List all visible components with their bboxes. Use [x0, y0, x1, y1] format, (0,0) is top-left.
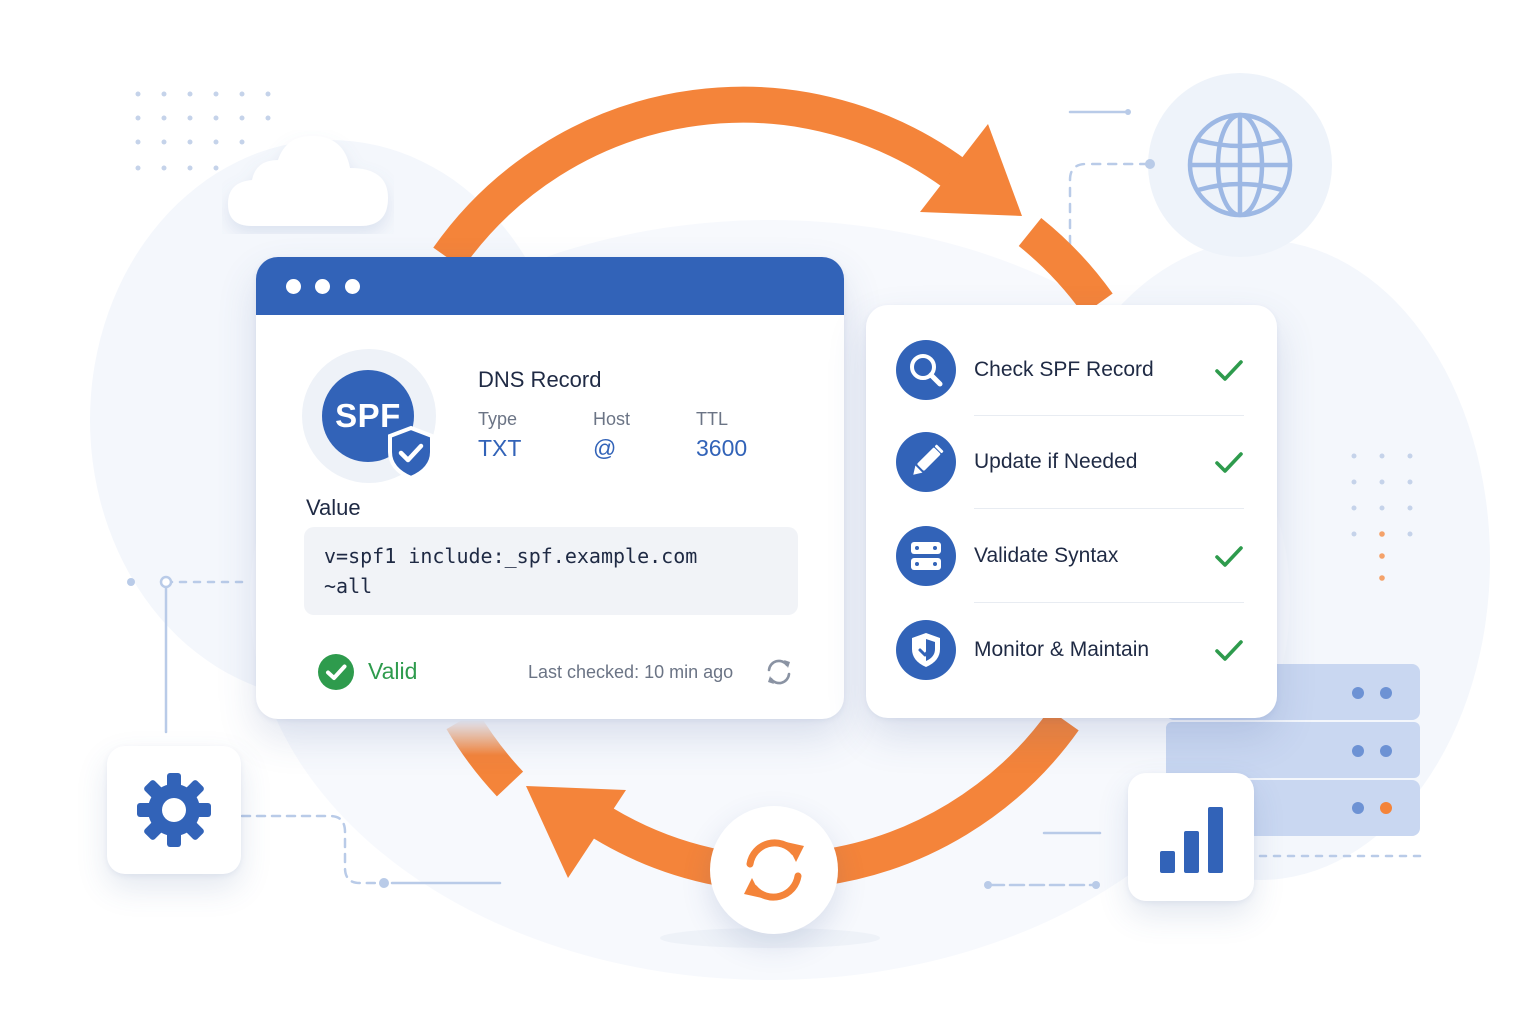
gear-icon [137, 773, 211, 847]
step-validate: Validate Syntax [974, 544, 1119, 567]
sync-button[interactable] [710, 806, 838, 934]
bar-chart-icon [1160, 807, 1223, 873]
sync-icon [744, 839, 804, 901]
valid-check-icon [318, 654, 354, 690]
window-titlebar [256, 257, 844, 315]
status-valid: Valid [368, 658, 418, 684]
step-divider [974, 415, 1244, 416]
settings-tile [107, 746, 241, 874]
last-checked: Last checked: 10 min ago [528, 662, 734, 682]
step-divider [974, 508, 1244, 509]
host-value: @ [593, 435, 617, 461]
ttl-label: TTL [696, 409, 729, 429]
ttl-value: 3600 [696, 435, 748, 461]
spf-steps-card: Check SPF Record Update if Needed Valida… [866, 305, 1277, 718]
pencil-icon [896, 432, 956, 492]
server-icon [896, 526, 956, 586]
type-label: Type [478, 409, 518, 429]
step-divider [974, 602, 1244, 603]
shield-check-icon [388, 425, 434, 481]
dns-record-title: DNS Record [478, 367, 602, 392]
refresh-icon[interactable] [764, 657, 794, 687]
window-dot [345, 279, 360, 294]
dot-grid-right [1351, 453, 1413, 581]
connector-nodes [127, 109, 1155, 889]
spf-value-line: ~all [324, 574, 373, 598]
cycle-arrows [433, 86, 1113, 886]
value-label: Value [306, 495, 361, 520]
type-value: TXT [478, 435, 522, 461]
connector-lines [164, 110, 1422, 887]
spf-value-box[interactable]: v=spf1 include:_spf.example.com ~all [304, 527, 798, 615]
dot-grid-top-left [135, 91, 271, 171]
step-done-check-icon [1215, 546, 1243, 567]
step-done-check-icon [1215, 640, 1243, 661]
step-done-check-icon [1215, 452, 1243, 473]
spf-value-line: v=spf1 include:_spf.example.com [324, 544, 698, 568]
step-done-check-icon [1215, 360, 1243, 381]
analytics-tile [1128, 773, 1254, 901]
window-dot [286, 279, 301, 294]
step-monitor: Monitor & Maintain [974, 638, 1150, 661]
step-check-spf: Check SPF Record [974, 358, 1154, 381]
globe-icon [1187, 112, 1293, 218]
host-label: Host [593, 409, 631, 429]
step-update: Update if Needed [974, 450, 1138, 473]
search-icon [896, 340, 956, 400]
shield-icon [896, 620, 956, 680]
dns-record-window: SPF DNS Record Type TXT Host @ TTL 3600 … [256, 257, 844, 719]
window-dot [315, 279, 330, 294]
cloud-icon [228, 136, 388, 226]
